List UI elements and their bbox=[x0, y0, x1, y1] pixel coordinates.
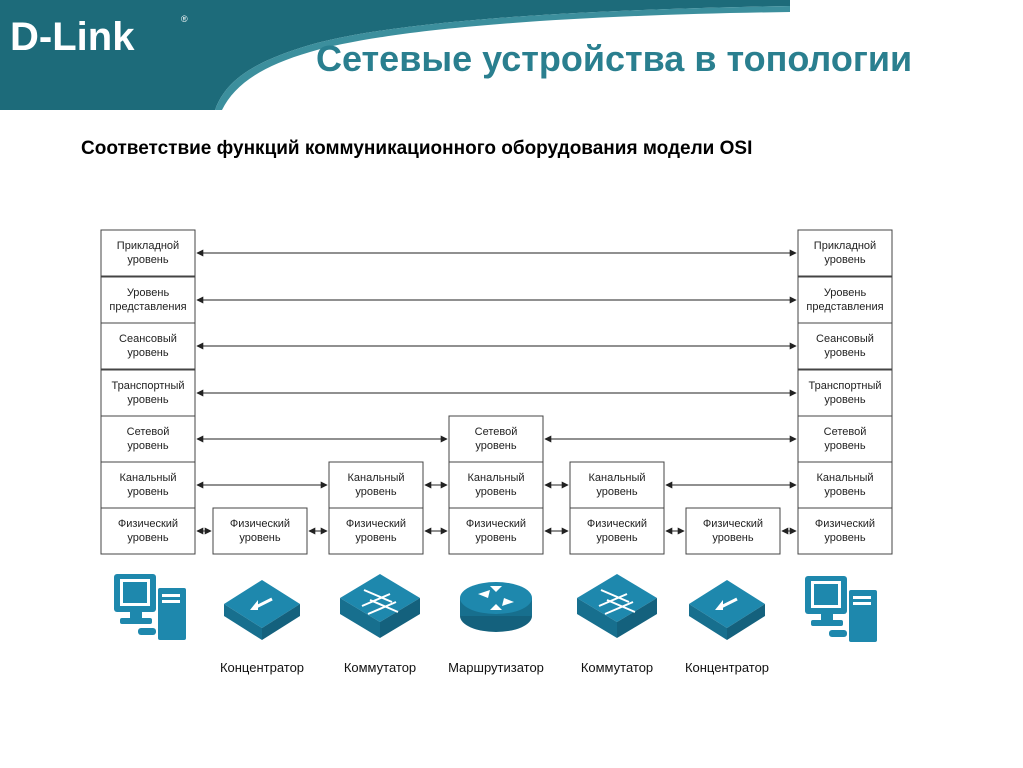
layer-label: Сеансовый bbox=[816, 333, 874, 345]
switch-icon bbox=[340, 574, 420, 638]
layer-label: Физический bbox=[587, 518, 647, 530]
layer-box-physical bbox=[328, 507, 424, 555]
layer-box-physical bbox=[100, 507, 196, 555]
layer-box-datalink bbox=[569, 461, 665, 509]
layer-box-application bbox=[100, 229, 196, 277]
switch-icon bbox=[577, 574, 657, 638]
layer-label: Канальный bbox=[120, 472, 177, 484]
logo: D-Link bbox=[10, 15, 135, 59]
layer-box-session bbox=[797, 322, 893, 370]
layer-box-physical bbox=[797, 507, 893, 555]
layer-label: уровень bbox=[127, 254, 169, 266]
registered-mark-icon: ® bbox=[181, 14, 188, 24]
layer-label: представления bbox=[109, 301, 186, 313]
layer-label: уровень bbox=[127, 347, 169, 359]
stack-hub-right: Физический уровень bbox=[685, 507, 781, 555]
layer-label: уровень bbox=[239, 532, 281, 544]
layer-label: уровень bbox=[127, 440, 169, 452]
layer-label: уровень bbox=[824, 347, 866, 359]
slide-header: D-Link ® bbox=[0, 0, 1023, 110]
device-label-switch-right: Коммутатор bbox=[581, 660, 653, 675]
layer-box-physical bbox=[448, 507, 544, 555]
layer-box-session bbox=[100, 322, 196, 370]
layer-label: уровень bbox=[127, 532, 169, 544]
layer-label: уровень bbox=[824, 254, 866, 266]
layer-box-datalink bbox=[448, 461, 544, 509]
layer-box-transport bbox=[797, 369, 893, 417]
layer-label: Канальный bbox=[468, 472, 525, 484]
connectors bbox=[196, 249, 797, 535]
layer-label: Физический bbox=[346, 518, 406, 530]
layer-label: уровень bbox=[824, 440, 866, 452]
hub-icon bbox=[224, 580, 300, 640]
layer-label: уровень bbox=[712, 532, 754, 544]
layer-label: уровень bbox=[355, 486, 397, 498]
layer-label: Уровень bbox=[127, 287, 170, 299]
header-banner: D-Link ® bbox=[0, 0, 790, 110]
device-label-switch-left: Коммутатор bbox=[344, 660, 416, 675]
layer-label: Физический bbox=[703, 518, 763, 530]
layer-stacks: ПрикладнойуровеньУровеньпредставленияСеа… bbox=[100, 229, 893, 555]
layer-box-transport bbox=[100, 369, 196, 417]
layer-box-physical bbox=[569, 507, 665, 555]
layer-box-datalink bbox=[797, 461, 893, 509]
layer-label: уровень bbox=[475, 486, 517, 498]
stack-router: СетевойуровеньКанальныйуровеньФизический… bbox=[448, 415, 544, 555]
layer-label: Канальный bbox=[348, 472, 405, 484]
layer-label: уровень bbox=[596, 486, 638, 498]
layer-label: Прикладной bbox=[814, 240, 876, 252]
layer-label: Прикладной bbox=[117, 240, 179, 252]
layer-box-datalink bbox=[100, 461, 196, 509]
stack-host-left: ПрикладнойуровеньУровеньпредставленияСеа… bbox=[100, 229, 196, 555]
layer-box-physical bbox=[685, 507, 781, 555]
layer-label: уровень bbox=[824, 394, 866, 406]
layer-box-presentation bbox=[100, 276, 196, 324]
layer-label: представления bbox=[806, 301, 883, 313]
router-icon bbox=[460, 582, 532, 632]
layer-label: уровень bbox=[475, 532, 517, 544]
layer-label: уровень bbox=[596, 532, 638, 544]
layer-label: Транспортный bbox=[808, 380, 881, 392]
layer-label: Сеансовый bbox=[119, 333, 177, 345]
devices: Концентратор Коммутатор Маршрутизатор Комму… bbox=[114, 574, 877, 675]
layer-label: Уровень bbox=[824, 287, 867, 299]
computer-icon bbox=[805, 576, 877, 642]
layer-box-physical bbox=[212, 507, 308, 555]
layer-label: Транспортный bbox=[111, 380, 184, 392]
slide-subtitle: Соответствие функций коммуникационного о… bbox=[81, 138, 753, 159]
layer-label: Канальный bbox=[817, 472, 874, 484]
stack-host-right: ПрикладнойуровеньУровеньпредставленияСеа… bbox=[797, 229, 893, 555]
slide-title: Сетевые устройства в топологии bbox=[316, 38, 913, 79]
layer-box-presentation bbox=[797, 276, 893, 324]
device-label-router: Маршрутизатор bbox=[448, 660, 544, 675]
layer-box-network bbox=[100, 415, 196, 463]
layer-box-application bbox=[797, 229, 893, 277]
device-label-hub-right: Концентратор bbox=[685, 660, 769, 675]
layer-box-network bbox=[448, 415, 544, 463]
layer-label: уровень bbox=[824, 532, 866, 544]
layer-box-network bbox=[797, 415, 893, 463]
layer-box-datalink bbox=[328, 461, 424, 509]
layer-label: Физический bbox=[230, 518, 290, 530]
layer-label: Физический bbox=[118, 518, 178, 530]
layer-label: уровень bbox=[824, 486, 866, 498]
layer-label: Физический bbox=[466, 518, 526, 530]
layer-label: Сетевой bbox=[475, 426, 518, 438]
layer-label: уровень bbox=[127, 486, 169, 498]
layer-label: Физический bbox=[815, 518, 875, 530]
device-label-hub-left: Концентратор bbox=[220, 660, 304, 675]
layer-label: уровень bbox=[355, 532, 397, 544]
layer-label: уровень bbox=[127, 394, 169, 406]
layer-label: уровень bbox=[475, 440, 517, 452]
computer-icon bbox=[114, 574, 186, 640]
hub-icon bbox=[689, 580, 765, 640]
stack-hub-left: Физический уровень bbox=[212, 507, 308, 555]
layer-label: Сетевой bbox=[127, 426, 170, 438]
layer-label: Сетевой bbox=[824, 426, 867, 438]
layer-label: Канальный bbox=[589, 472, 646, 484]
